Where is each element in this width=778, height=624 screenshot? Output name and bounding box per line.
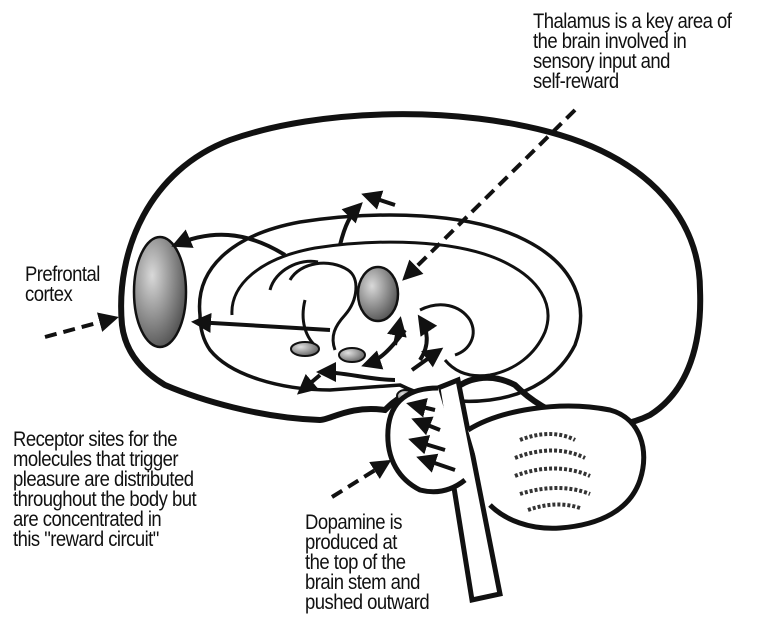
receptor-sites-label: Receptor sites for the molecules that tr…: [13, 430, 196, 550]
nucleus-shape-2: [339, 348, 365, 362]
nucleus-accumbens-shape: [291, 342, 319, 356]
thalamus-pointer: [405, 110, 575, 278]
prefrontal-cortex-label: Prefrontal cortex: [25, 265, 100, 305]
septal-curve: [420, 305, 473, 355]
dopamine-label: Dopamine is produced at the top of the b…: [305, 513, 429, 613]
thalamus-label: Thalamus is a key area of the brain invo…: [533, 12, 731, 92]
prefrontal-cortex-shape: [134, 237, 186, 347]
fornix-curve: [290, 263, 356, 350]
thalamus-shape: [358, 267, 398, 321]
dopamine-pointer: [332, 462, 388, 497]
prefrontal-pointer: [45, 318, 115, 337]
